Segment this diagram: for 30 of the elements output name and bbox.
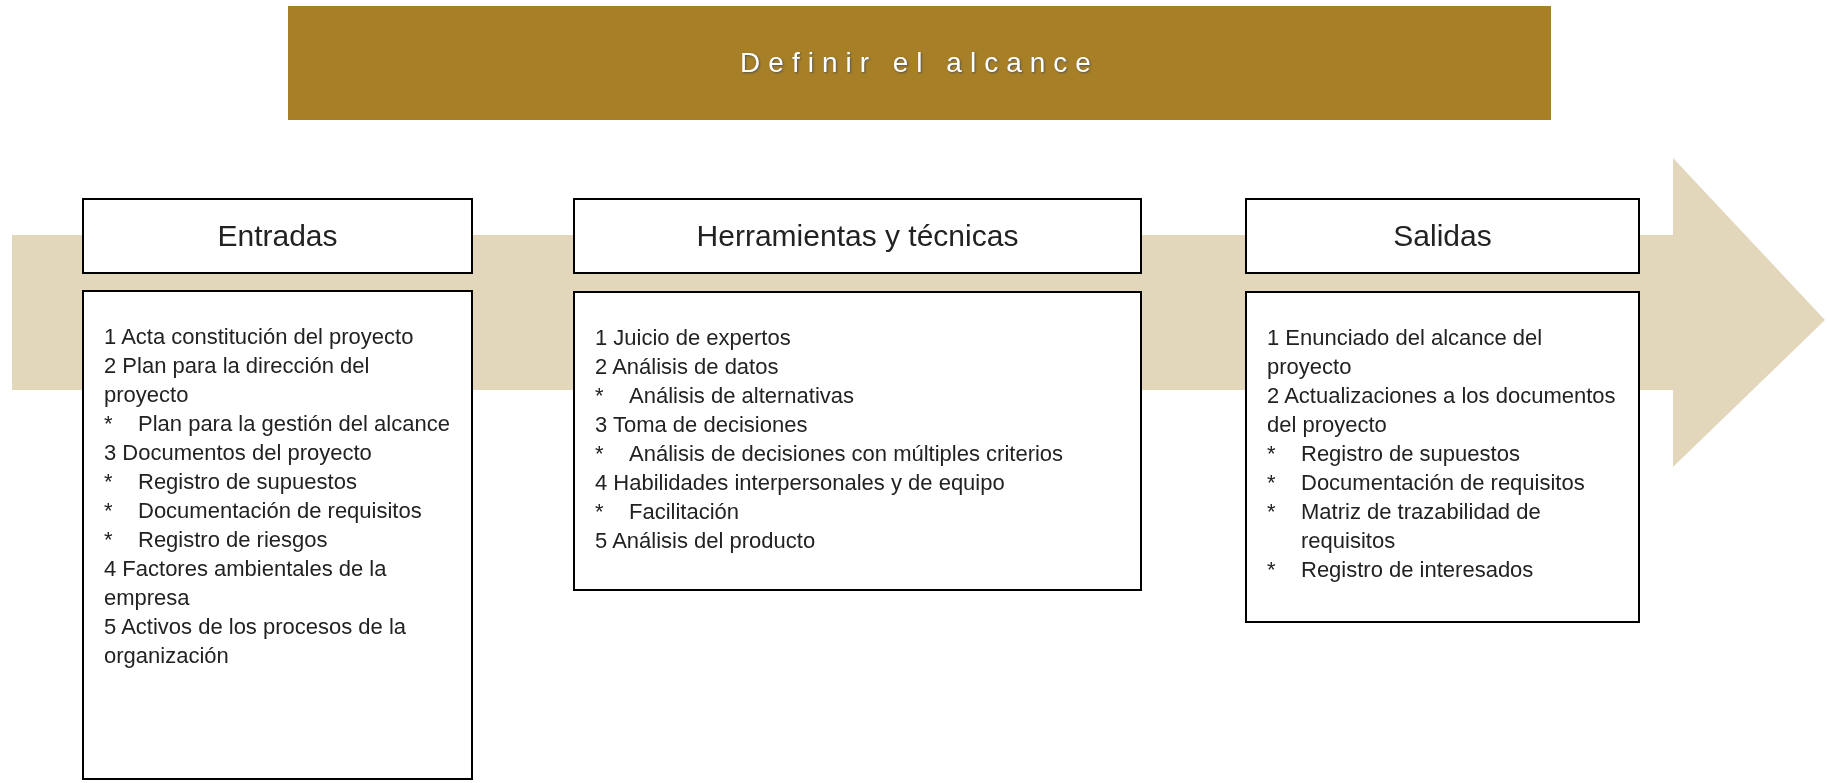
list-item: 5 Análisis del producto — [595, 527, 817, 555]
list-item: 5 Activos de los procesos de la organización — [104, 613, 408, 670]
column-heading: Herramientas y técnicas — [696, 219, 1019, 253]
list-box — [82, 290, 473, 780]
list-item: * Facilitación — [595, 498, 741, 526]
column-heading: Salidas — [1393, 219, 1492, 253]
list-item: 1 Juicio de expertos — [595, 324, 792, 352]
list-item: 4 Habilidades interpersonales y de equipo — [595, 469, 1006, 497]
title-banner: Definir el alcance — [288, 6, 1551, 120]
list-item: 3 Documentos del proyecto — [104, 439, 373, 467]
list-item: * Plan para la gestión del alcance — [104, 410, 451, 438]
list-item: 1 Acta constitución del proyecto — [104, 323, 415, 351]
list-item: * Análisis de decisiones con múltiples criterios — [595, 440, 1065, 468]
list-item: * Registro de riesgos — [104, 526, 329, 554]
list-item: 1 Enunciado del alcance del proyecto — [1267, 324, 1544, 381]
list-box — [573, 291, 1142, 591]
list-item: 2 Plan para la dirección del proyecto — [104, 352, 371, 409]
column-heading: Entradas — [217, 219, 338, 253]
list-item: * Registro de interesados — [1267, 556, 1535, 584]
list-item: * Documentación de requisitos — [1267, 469, 1586, 497]
list-item: * Documentación de requisitos — [104, 497, 423, 525]
list-item: 2 Análisis de datos — [595, 353, 780, 381]
list-box — [1245, 291, 1640, 623]
list-item: * Matriz de trazabilidad de requisitos — [1267, 498, 1542, 555]
list-item: 2 Actualizaciones a los documentos del proyecto — [1267, 382, 1617, 439]
list-item: * Registro de supuestos — [1267, 440, 1521, 468]
list-item: * Registro de supuestos — [104, 468, 358, 496]
list-item: 3 Toma de decisiones — [595, 411, 809, 439]
list-item: 4 Factores ambientales de la empresa — [104, 555, 388, 612]
list-item: * Análisis de alternativas — [595, 382, 855, 410]
